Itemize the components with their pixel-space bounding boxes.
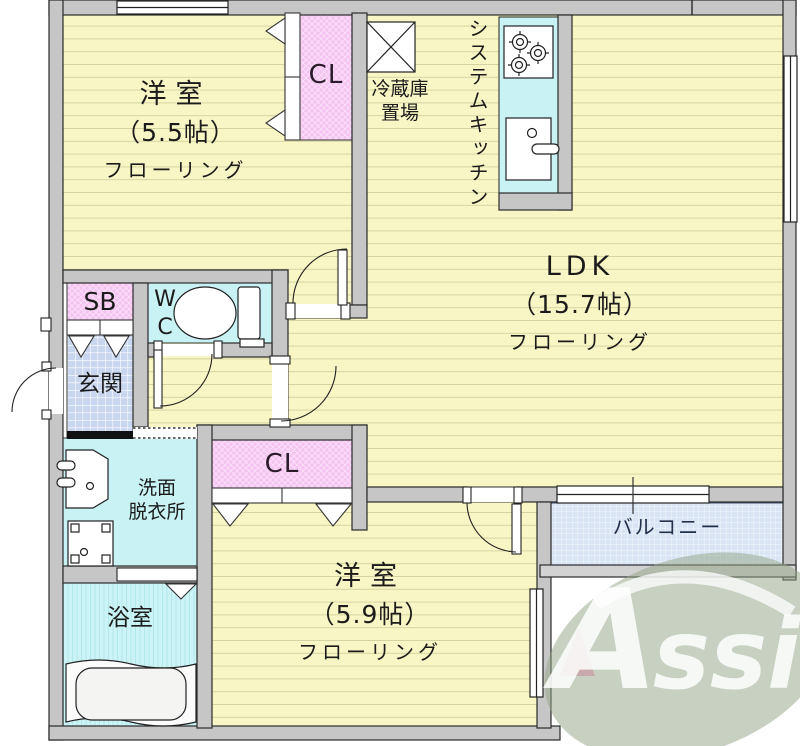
logo-a-accent [560, 628, 595, 676]
washroom-entry [133, 427, 197, 439]
front-door-arc [11, 367, 57, 413]
ldk-floor-type: フローリング [508, 330, 652, 355]
washroom-label-line1: 洗面 [137, 477, 176, 499]
washer-pan-icon [67, 520, 114, 567]
entrance-label: 玄関 [77, 371, 123, 397]
bedroom2-label-block: 洋室 （5.9帖） フローリング [245, 562, 495, 663]
bedroom1-door-leaf [337, 249, 348, 306]
kitchen-sink-icon [505, 117, 560, 181]
ldk-label-block: LDK （15.7帖） フローリング [450, 252, 710, 353]
fridge-space-icon [366, 21, 416, 73]
wc-door-leaf [153, 349, 163, 409]
bedroom1-label-block: 洋室 （5.5帖） フローリング [63, 80, 288, 181]
washroom-label-line2: 脱衣所 [128, 500, 186, 523]
fridge-label-line1: 冷蔵庫 [371, 78, 429, 100]
logo-swoosh [592, 570, 796, 618]
doors [11, 248, 523, 582]
system-kitchen-label: システムキッチン [465, 18, 489, 210]
washbasin-icon [56, 449, 109, 509]
fridge-label: 冷蔵庫 置場 [360, 78, 440, 126]
toilet-icon [173, 286, 265, 348]
balcony-label: バルコニー [612, 515, 723, 539]
toilet-label: WC [154, 287, 176, 340]
entrance-step [67, 431, 133, 439]
washroom-label: 洗面 脱衣所 [118, 477, 196, 525]
bedroom2-name: 洋室 [334, 561, 406, 592]
stove-icon [503, 25, 554, 79]
bathroom-label: 浴室 [107, 605, 153, 631]
assist-logo-watermark: Assist [543, 552, 800, 746]
bedroom1-door-arc [292, 248, 348, 304]
logo-text: Assist [543, 560, 800, 721]
ldk-door-arc [280, 365, 337, 422]
bedroom1-floor-type: フローリング [103, 158, 248, 183]
bedroom2-door-leaf [511, 503, 522, 555]
ldk-name: LDK [545, 251, 615, 282]
ldk-size: （15.7帖） [511, 289, 649, 319]
closet-bottom-label: CL [264, 449, 300, 479]
bathtub-icon [65, 659, 197, 727]
wc-door-arc [159, 353, 213, 407]
bedroom2-door-arc [466, 502, 517, 553]
closet-bottom-area [211, 439, 353, 489]
logo-ellipse [544, 552, 800, 746]
closet-top-label: CL [308, 60, 344, 90]
bedroom1-name: 洋室 [139, 79, 212, 110]
meter-box [40, 317, 52, 332]
windows [116, 0, 798, 698]
closet-doors [66, 12, 353, 600]
bath-door [116, 567, 198, 582]
bedroom2-size: （5.9帖） [309, 599, 431, 629]
bedroom1-size: （5.5帖） [115, 117, 236, 147]
bedroom2-floor-type: フローリング [298, 640, 442, 665]
fridge-label-line2: 置場 [380, 101, 419, 124]
shoe-box-label: SB [83, 287, 117, 316]
